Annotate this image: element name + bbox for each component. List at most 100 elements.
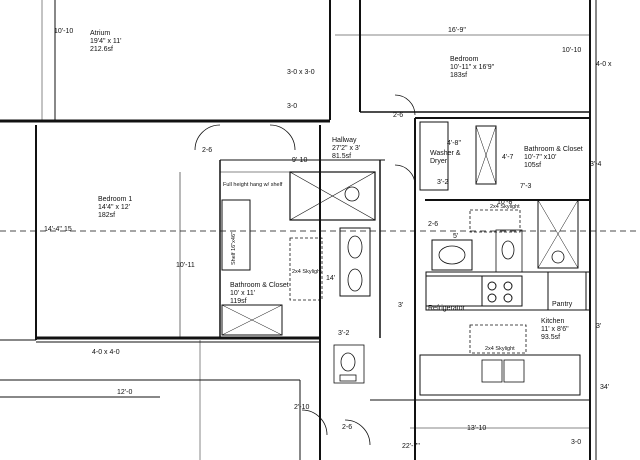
bath-vanity <box>431 239 473 271</box>
room-size: 10'-11" x 16'9" <box>450 64 495 71</box>
room-area: 212.6sf <box>90 46 113 53</box>
dim-window-40x40: 4-0 x 4-0 <box>92 349 120 356</box>
dim-door-bedroom: 2-6 <box>393 112 404 119</box>
dim-bedroom-side: 10'-10 <box>562 47 582 54</box>
sink-upper <box>347 235 363 259</box>
dim-hall-width: 9'-10 <box>292 157 308 164</box>
room-name: Bathroom & Closet <box>230 282 289 289</box>
closet-shelf-lower <box>221 304 283 336</box>
vanity <box>339 227 371 297</box>
label-skylight-bath: 2x4 Skylight <box>490 204 520 210</box>
burner <box>487 293 497 303</box>
linen-closet <box>475 125 497 185</box>
bath-sink <box>438 245 466 265</box>
room-size: 10'-7" x10' <box>524 154 557 161</box>
label-skylight-center: 2x4 Skylight <box>292 269 322 275</box>
room-label-hallway: Hallway 27'2" x 3' 81.5sf <box>332 137 360 161</box>
dim-227: 22'-7" <box>402 443 420 450</box>
dim-door-30: 3-0 <box>287 103 298 110</box>
dim-3-right: 3' <box>596 323 602 330</box>
kitchen-sink-2 <box>503 359 525 383</box>
kitchen-sink-1 <box>481 359 503 383</box>
washer-dryer <box>419 121 449 191</box>
toilet-tank <box>339 374 357 382</box>
dim-48: 4'-8" <box>447 140 461 147</box>
door-bedroom1 <box>194 124 221 151</box>
dim-108: 10'-8 <box>497 199 513 206</box>
door-hall <box>269 124 296 151</box>
room-size: 14'4" x 12' <box>98 204 131 211</box>
room-label-kitchen: Kitchen 11' x 8'6" 93.5sf <box>541 318 569 342</box>
dim-32-wd: 3'-2 <box>437 179 449 186</box>
shelf-x <box>221 304 283 336</box>
skylight-kitchen <box>469 324 527 354</box>
room-label-bedroom: Bedroom 10'-11" x 16'9" 183sf <box>450 56 494 80</box>
toilet-bay <box>333 344 365 384</box>
dim-window-atrium: 3-0 x 3-0 <box>287 69 315 76</box>
shower-diag <box>289 171 376 221</box>
room-name: Bedroom <box>450 56 479 63</box>
label-pantry: Pantry <box>552 301 573 308</box>
kitchen-island <box>419 354 581 396</box>
room-label-atrium: Atrium 19'4" x 11' 212.6sf <box>90 30 122 54</box>
room-area: 119sf <box>230 298 247 305</box>
burner <box>503 281 513 291</box>
dim-30-br: 3-0 <box>571 439 582 446</box>
bath-drain <box>551 250 565 264</box>
dim-34-right: 34' <box>600 384 610 391</box>
room-name: Hallway <box>332 137 357 144</box>
dim-1310: 13'-10 <box>467 425 487 432</box>
room-label-bath-center: Bathroom & Closet 10' x 11' 119sf <box>230 282 289 306</box>
closet-shelf-upper <box>221 199 251 271</box>
room-area: 81.5sf <box>332 153 352 160</box>
skylight-center <box>289 237 323 301</box>
room-area: 182sf <box>98 212 116 219</box>
room-name: Bedroom 1 <box>98 196 133 203</box>
pantry <box>547 271 587 311</box>
burner <box>503 293 513 303</box>
dim-window-top: 4-0 x <box>596 61 612 68</box>
room-name: Kitchen <box>541 318 565 325</box>
room-area: 93.5sf <box>541 334 561 341</box>
burner <box>487 281 497 291</box>
bath-toilet <box>501 240 515 260</box>
room-label-bath-right: Bathroom & Closet 10'-7" x10' 105sf <box>524 146 583 170</box>
dim-73: 7'-3 <box>520 183 532 190</box>
refrigerator <box>425 275 483 307</box>
room-size: 27'2" x 3' <box>332 145 361 152</box>
skylight-bath <box>469 209 521 233</box>
dim-26-mid: 2-6 <box>428 221 439 228</box>
room-area: 183sf <box>450 72 468 79</box>
dim-3: 3' <box>398 302 404 309</box>
dim-15: 15 <box>64 226 72 233</box>
label-full-height: Full height hang w/ shelf <box>223 182 283 188</box>
room-name: Atrium <box>90 30 111 37</box>
label-washer: Washer & <box>430 150 461 157</box>
room-name: Bathroom & Closet <box>524 146 583 153</box>
dim-14-left: 14'-4" <box>44 226 62 233</box>
door-kitchen <box>344 419 371 446</box>
label-shelf: Shelf 16"x46" <box>231 232 237 265</box>
bath-shower <box>537 199 579 269</box>
toilet <box>340 352 356 372</box>
dim-26-bot: 2-6 <box>342 424 353 431</box>
door-bath <box>301 409 328 436</box>
linen-x <box>475 125 497 185</box>
sink-lower <box>347 268 363 292</box>
room-label-bedroom1: Bedroom 1 14'4" x 12' 182sf <box>98 196 132 220</box>
label-refrigerator: Refrigerator <box>428 305 465 312</box>
dim-210: 2'-10 <box>294 404 310 411</box>
room-size: 10' x 11' <box>230 290 256 297</box>
dim-1011: 10'-11 <box>176 262 195 269</box>
room-size: 11' x 8'6" <box>541 326 569 333</box>
dim-5: 5' <box>453 233 459 240</box>
label-dryer: Dryer <box>430 158 448 165</box>
door-laundry <box>394 164 416 186</box>
dim-120: 12'-0 <box>117 389 133 396</box>
range <box>481 275 523 307</box>
dim-14: 14' <box>326 275 336 282</box>
shower <box>289 171 376 221</box>
shower-drain <box>344 186 360 202</box>
